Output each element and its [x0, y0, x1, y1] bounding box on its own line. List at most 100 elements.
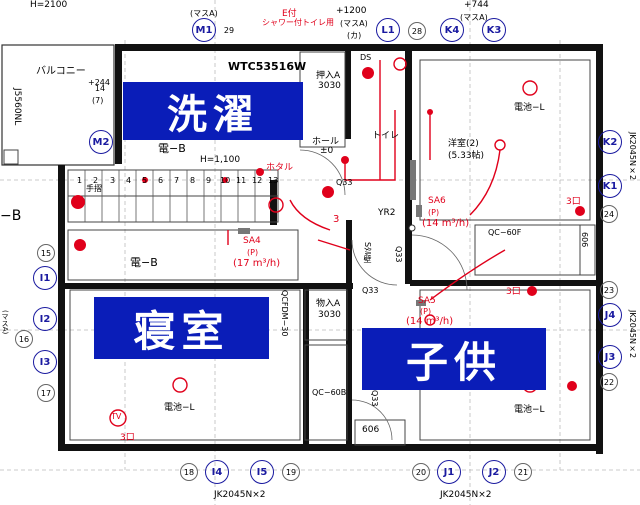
h1100-label: H=1,100	[200, 155, 241, 165]
b-left-label: −B	[0, 208, 22, 224]
youshitsu-label: 洋室(2)	[448, 139, 479, 149]
tag-j4: J4	[598, 303, 622, 327]
num-14: 14	[94, 83, 106, 93]
masu-left: (マスA)	[190, 9, 218, 18]
stair-6: 6	[158, 176, 164, 185]
stair-2: 2	[93, 176, 99, 185]
stair-1: 1	[77, 176, 83, 185]
yr2-label: YR2	[378, 208, 396, 218]
tag-k4: K4	[440, 18, 464, 42]
tag-i4: I4	[205, 460, 229, 484]
room-label-sentaku: 洗濯	[123, 82, 303, 140]
j5560-label: J5560NL	[12, 88, 22, 126]
tag-j1: J1	[437, 460, 461, 484]
num-16: 16	[15, 330, 33, 348]
stair-8: 8	[190, 176, 196, 185]
ds-label: DS	[360, 53, 372, 62]
sa4-p: (P)	[247, 248, 259, 257]
denchi-l-2: 電池−L	[164, 403, 195, 413]
tag-i2: I2	[33, 307, 57, 331]
three-mark: 3	[333, 214, 340, 225]
oshiire-dim: 3030	[318, 81, 341, 91]
sankuchi-3: 3口	[120, 433, 135, 443]
sa6-p: (P)	[428, 208, 440, 217]
tag-k1: K1	[598, 174, 622, 198]
room-label-shinshitsu: 寝室	[94, 297, 269, 359]
num-15: 15	[37, 244, 55, 262]
sa5-flow: (14 m³/h)	[406, 316, 454, 327]
seven-label: (7)	[92, 96, 104, 105]
num-18: 18	[180, 463, 198, 481]
q33-a: Q33	[336, 178, 353, 187]
denchi-l-3: 電池−L	[514, 405, 545, 415]
masu-edge: (マスA)	[1, 310, 9, 335]
tag-m1: M1	[192, 18, 216, 42]
jk-right-1: JK2045N×2	[628, 132, 637, 181]
den-b-top: 電−B	[158, 142, 186, 155]
ka-label: (カ)	[347, 31, 362, 40]
stair-3: 3	[110, 176, 116, 185]
tag-i1: I1	[33, 266, 57, 290]
denchi-l-1: 電池−L	[514, 103, 545, 113]
stair-7: 7	[174, 176, 180, 185]
tv-label: TV	[111, 412, 122, 421]
jk-right-2: JK2045N×2	[628, 310, 637, 359]
stair-10: 10	[220, 176, 231, 185]
plus744: +744	[464, 0, 489, 10]
num-19: 19	[282, 463, 300, 481]
stair-12: 12	[252, 176, 263, 185]
height-note: H=2100	[30, 0, 68, 10]
jk-bottom-2: JK2045N×2	[440, 490, 492, 500]
n606-label: 606	[580, 232, 589, 248]
num-22: 22	[600, 373, 618, 391]
wtc-label: WTC53516W	[228, 60, 307, 73]
sankuchi-1: 3口	[566, 197, 581, 207]
q33-c: Q33	[362, 286, 379, 295]
num-29: 29	[223, 25, 235, 35]
stair-11: 11	[236, 176, 247, 185]
monoire-dim: 3030	[318, 310, 341, 320]
num-17: 17	[37, 384, 55, 402]
num-20: 20	[412, 463, 430, 481]
hotaru-label: ホタル	[266, 163, 294, 173]
hall-level: ±0	[320, 146, 334, 156]
oshiire-label: 押入A	[316, 71, 341, 81]
masu-right: (マスA)	[460, 13, 488, 22]
tesuri-label: 手摺	[86, 184, 102, 193]
sa5-p: (P)	[420, 307, 432, 316]
masu-ka: (マスA)	[340, 19, 368, 28]
sa5-label: SA5	[418, 296, 436, 306]
q33-d: Q33	[370, 390, 379, 407]
room-label-kodomo: 子供	[362, 328, 546, 390]
sa6-flow: (14 m³/h)	[422, 218, 470, 229]
tag-i3: I3	[33, 350, 57, 374]
plus1200: +1200	[336, 6, 367, 16]
tag-j2: J2	[482, 460, 506, 484]
plus244-label: +244	[88, 78, 110, 87]
stair-4: 4	[126, 176, 132, 185]
balcony-label: バルコニー	[36, 66, 86, 77]
num-21: 21	[514, 463, 532, 481]
stair-13: 13	[268, 176, 279, 185]
q33-b: Q33	[394, 246, 403, 263]
tatami-label: (5.33帖)	[448, 151, 485, 161]
sa4-label: SA4	[243, 236, 261, 246]
sankuchi-2: 3口	[506, 287, 521, 297]
num-23: 23	[600, 281, 618, 299]
tag-k2: K2	[598, 130, 622, 154]
jk-bottom-1: JK2045N×2	[214, 490, 266, 500]
toilet-label: トイレ	[372, 131, 400, 141]
stair-5: 5	[142, 176, 148, 185]
sutaru-label: Sﾀﾙ壁	[363, 242, 372, 264]
monoire-label: 物入A	[316, 299, 341, 309]
qcfdm-label: QCFDM−30	[280, 290, 289, 337]
tag-i5: I5	[250, 460, 274, 484]
qc60f-label: QC−60F	[488, 228, 522, 237]
sa6-label: SA6	[428, 196, 446, 206]
qc60b-label: QC−60B	[312, 388, 347, 397]
n606b-label: 606	[362, 425, 380, 435]
num-28: 28	[408, 22, 426, 40]
den-b-bottom: 電−B	[130, 256, 158, 269]
tag-j3: J3	[598, 345, 622, 369]
